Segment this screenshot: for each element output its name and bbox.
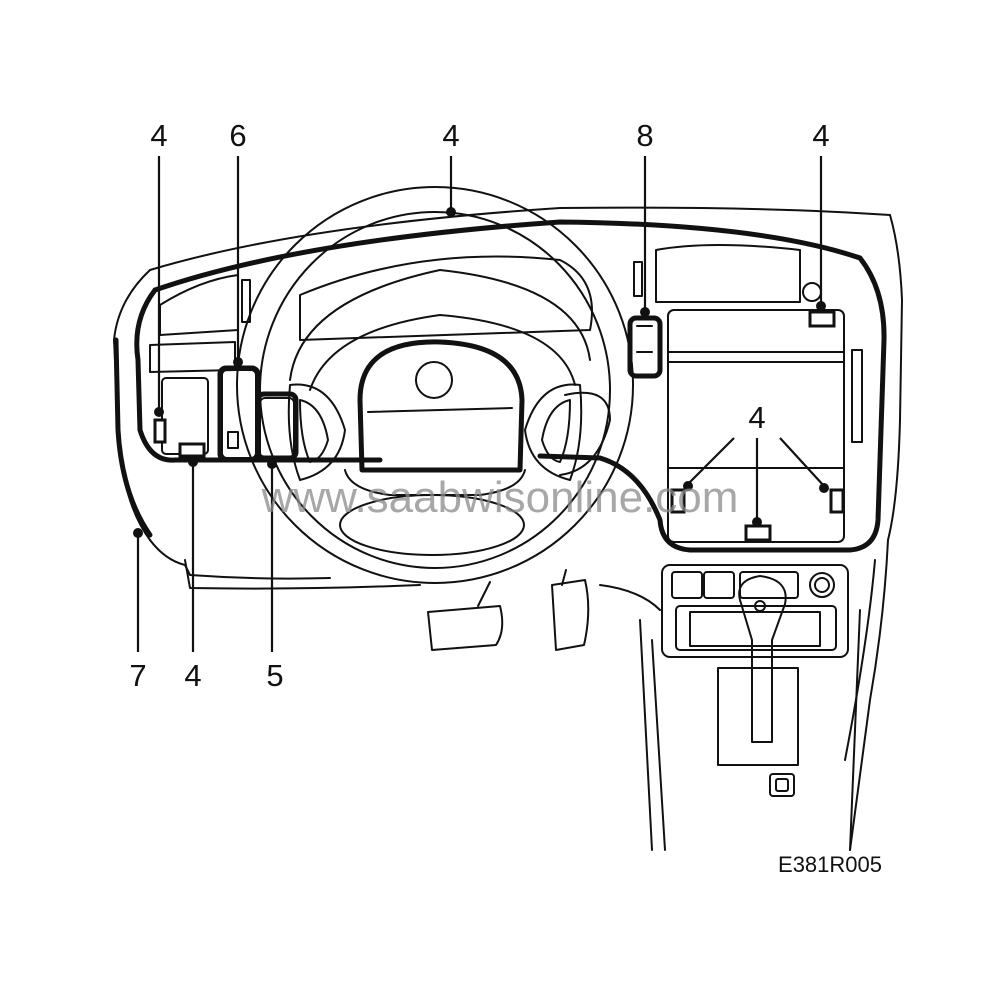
callout-6: 6 <box>229 118 246 153</box>
fastener-glovebox-right <box>829 488 845 514</box>
dashboard-outline <box>113 206 903 851</box>
callout-4-right: 4 <box>812 118 829 153</box>
callout-numbers: 4 6 4 8 4 4 7 4 5 <box>129 118 829 693</box>
callout-5: 5 <box>266 658 283 693</box>
callout-7: 7 <box>129 658 146 693</box>
callout-4-top: 4 <box>442 118 459 153</box>
steering-wheel <box>236 186 634 584</box>
fastener-glovebox-bottom <box>744 524 772 542</box>
figure-code: E381R005 <box>778 852 882 877</box>
callout-8: 8 <box>636 118 653 153</box>
callout-leaders <box>133 156 845 652</box>
fastener-lower-left <box>178 442 206 458</box>
fastener-left <box>153 418 167 444</box>
fastener-glovebox-left <box>670 488 686 514</box>
center-stack <box>627 244 863 543</box>
watermark: www.saabwisonline.com <box>261 473 739 522</box>
callout-4-bottom: 4 <box>184 658 201 693</box>
callout-4-left: 4 <box>150 118 167 153</box>
callout-4-glovebox: 4 <box>748 400 765 435</box>
left-switch-panel <box>161 365 299 463</box>
console <box>639 564 861 851</box>
fastener-top-right <box>808 310 836 328</box>
pedals <box>427 569 590 651</box>
